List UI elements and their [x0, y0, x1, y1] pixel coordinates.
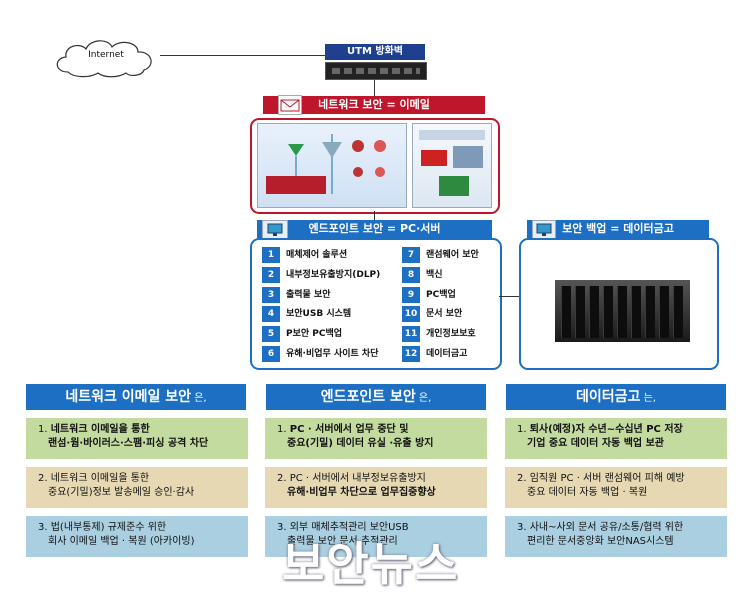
- internet-cloud-icon: [56, 40, 152, 78]
- endpoint-item-label: PC백업: [426, 290, 456, 300]
- endpoint-item-number: 6: [262, 346, 280, 362]
- column-card: 3. 사내~사외 문서 공유/소통/협력 위한 편리한 문서중앙화 보안NAS시…: [505, 516, 727, 557]
- card-line1: 네트워크 이메일을 통한: [50, 473, 150, 484]
- pc-monitor-icon: [262, 220, 288, 240]
- endpoint-item-label: 데이터금고: [426, 349, 468, 359]
- column-card: 3. 법(내부통제) 규제준수 위한 회사 이메일 백업 · 복원 (아카이빙): [26, 516, 248, 557]
- endpoint-item-number: 1: [262, 247, 280, 263]
- column-card: 1. 네트워크 이메일을 통한 랜섬·웜·바이러스·스팸·피싱 공격 차단: [26, 418, 248, 459]
- card-line1: PC · 서버에서 내부정보유출방지: [289, 473, 426, 484]
- endpoint-item-label: 내부정보유출방지(DLP): [286, 270, 381, 280]
- column-head-suffix: 는,: [640, 393, 656, 404]
- endpoint-item-number: 12: [402, 346, 420, 362]
- connector-utm-network: [374, 80, 375, 96]
- endpoint-item-label: 유해·비업무 사이트 차단: [286, 349, 379, 359]
- endpoint-item-number: 4: [262, 306, 280, 322]
- column-head-suffix: 은,: [191, 393, 207, 404]
- card-line2: 유해·비업무 차단으로 업무집중향상: [287, 487, 436, 498]
- column-card: 2. 임직원 PC · 서버 랜섬웨어 피해 예방 중요 데이터 자동 백업 ·…: [505, 467, 727, 508]
- column-card: 2. 네트워크 이메일을 통한 중요(기밀)정보 발송메일 승인·감사: [26, 467, 248, 508]
- column-head-title: 네트워크 이메일 보안: [65, 389, 192, 405]
- column-head-network-email: 네트워크 이메일 보안 은,: [26, 384, 246, 410]
- card-line1: 퇴사(예정)자 수년~수십년 PC 저장: [529, 424, 683, 435]
- endpoint-item-number: 9: [402, 287, 420, 303]
- card-line2: 회사 이메일 백업 · 복원 (아카이빙): [48, 536, 195, 547]
- card-number: 2.: [38, 473, 48, 484]
- endpoint-item-label: 출력물 보안: [286, 290, 331, 300]
- card-line1: 임직원 PC · 서버 랜섬웨어 피해 예방: [529, 473, 685, 484]
- connector-endpoint-backup: [499, 296, 520, 297]
- endpoint-item-label: P보안 PC백업: [286, 329, 343, 339]
- column-card: 1. 퇴사(예정)자 수년~수십년 PC 저장 기업 중요 데이터 자동 백업 …: [505, 418, 727, 459]
- column-head-title: 엔드포인트 보안: [320, 389, 416, 405]
- endpoint-item-number: 5: [262, 326, 280, 342]
- card-line2: 중요(기밀) 데이터 유실 ·유출 방지: [287, 438, 434, 449]
- card-number: 2.: [277, 473, 287, 484]
- utm-firewall-title: UTM 방화벽: [325, 44, 425, 60]
- card-number: 3.: [517, 522, 527, 533]
- watermark: 보안뉴스: [282, 537, 460, 591]
- endpoint-item-label: 보안USB 시스템: [286, 309, 352, 319]
- endpoint-item-number: 2: [262, 267, 280, 283]
- data-center-image: [555, 280, 690, 342]
- email-envelope-icon: [278, 95, 302, 115]
- endpoint-security-title: 엔드포인트 보안 = PC·서버: [257, 220, 492, 238]
- endpoint-item-label: 매체제어 솔루션: [286, 250, 348, 260]
- endpoint-item-label: 문서 보안: [426, 309, 463, 319]
- card-number: 2.: [517, 473, 527, 484]
- card-number: 1.: [517, 424, 527, 435]
- backup-title: 보안 백업 = 데이터금고: [527, 220, 709, 238]
- endpoint-item-label: 개인정보보호: [426, 329, 476, 339]
- card-number: 1.: [38, 424, 48, 435]
- column-card: 1. PC · 서버에서 업무 중단 및 중요(기밀) 데이터 유실 ·유출 방…: [265, 418, 487, 459]
- column-head-suffix: 은,: [415, 393, 432, 404]
- card-line2: 중요(기밀)정보 발송메일 승인·감사: [48, 487, 195, 498]
- server-icon: [532, 220, 556, 240]
- column-head-endpoint: 엔드포인트 보안 은,: [266, 384, 486, 410]
- card-line2: 출력물 보안 문서 추적관리: [287, 536, 398, 547]
- email-gateway-diagram-image: [257, 123, 407, 208]
- card-line2: 중요 데이터 자동 백업 · 복원: [527, 487, 648, 498]
- card-line1: 외부 매체추적관리 보안USB: [289, 522, 409, 533]
- email-monitor-screenshot-image: [412, 123, 492, 208]
- endpoint-security-frame: [250, 238, 502, 370]
- endpoint-item-number: 10: [402, 306, 420, 322]
- card-line1: PC · 서버에서 업무 중단 및: [289, 424, 409, 435]
- connector-network-endpoint: [374, 211, 375, 220]
- internet-label: Internet: [88, 50, 124, 60]
- card-line1: 법(내부통제) 규제준수 위한: [50, 522, 167, 533]
- card-line2: 기업 중요 데이터 자동 백업 보관: [527, 438, 665, 449]
- column-card: 2. PC · 서버에서 내부정보유출방지 유해·비업무 차단으로 업무집중향상: [265, 467, 487, 508]
- card-number: 3.: [38, 522, 48, 533]
- card-number: 3.: [277, 522, 287, 533]
- card-line1: 사내~사외 문서 공유/소통/협력 위한: [529, 522, 684, 533]
- endpoint-item-label: 랜섬웨어 보안: [426, 250, 479, 260]
- card-line2: 편리한 문서중앙화 보안NAS시스템: [527, 536, 674, 547]
- card-line1: 네트워크 이메일을 통한: [50, 424, 150, 435]
- column-card: 3. 외부 매체추적관리 보안USB 출력물 보안 문서 추적관리: [265, 516, 487, 557]
- card-number: 1.: [277, 424, 287, 435]
- column-head-data-vault: 데이터금고 는,: [506, 384, 726, 410]
- endpoint-item-number: 3: [262, 287, 280, 303]
- card-line2: 랜섬·웜·바이러스·스팸·피싱 공격 차단: [48, 438, 209, 449]
- column-head-title: 데이터금고: [576, 389, 641, 405]
- endpoint-item-number: 8: [402, 267, 420, 283]
- firewall-device-icon: [325, 62, 427, 80]
- endpoint-item-number: 11: [402, 326, 420, 342]
- endpoint-item-label: 백신: [426, 270, 443, 280]
- network-email-title: 네트워크 보안 = 이메일: [263, 96, 485, 114]
- endpoint-item-number: 7: [402, 247, 420, 263]
- connector-internet-utm: [160, 55, 326, 56]
